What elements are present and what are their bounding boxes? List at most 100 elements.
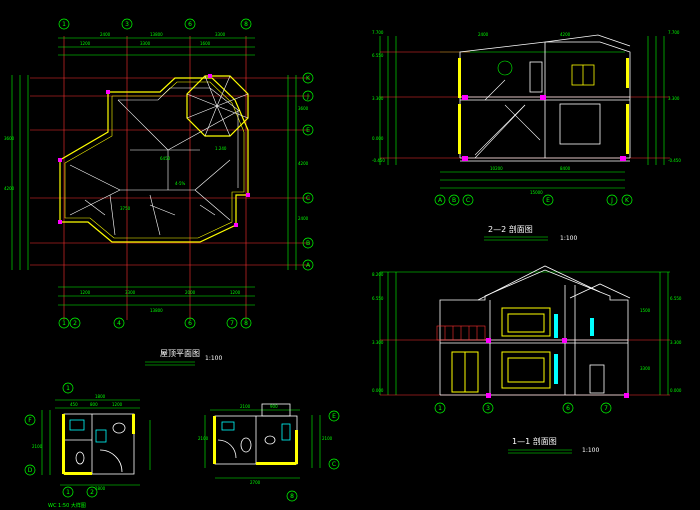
svg-text:2000: 2000	[185, 290, 196, 295]
sec22-axis-A: A	[438, 197, 443, 204]
sec22-axis-J: J	[610, 197, 613, 204]
svg-text:3600: 3600	[4, 136, 15, 141]
roof-plan-title: 屋顶平面图	[160, 349, 200, 358]
svg-text:6.550: 6.550	[372, 296, 384, 301]
svg-text:3600: 3600	[298, 106, 309, 111]
sec11-axis-7: 7	[604, 405, 608, 412]
roof-axis-top-1: 1	[62, 21, 66, 28]
sec22-axis-E: E	[546, 197, 550, 204]
roof-axis-bottom-4: 4	[117, 320, 121, 327]
section-22-scale: 1:100	[560, 235, 577, 242]
svg-text:15000: 15000	[530, 190, 543, 195]
svg-text:2100: 2100	[322, 436, 333, 441]
svg-text:2100: 2100	[198, 436, 209, 441]
svg-text:4-5%: 4-5%	[175, 181, 186, 186]
wc1-axis-top-1: 1	[66, 385, 70, 392]
svg-text:7.700: 7.700	[372, 30, 384, 35]
svg-text:8400: 8400	[560, 166, 571, 171]
svg-text:4200: 4200	[298, 161, 309, 166]
roof-axis-right-K: K	[306, 75, 311, 82]
roof-axis-bottom-1: 1	[62, 320, 66, 327]
sec22-axis-K: K	[625, 197, 630, 204]
section-11-scale: 1:100	[582, 447, 599, 454]
section-22-title: 2—2 剖面图	[488, 224, 533, 234]
svg-text:10200: 10200	[490, 166, 503, 171]
roof-axis-bottom-2: 2	[73, 320, 77, 327]
sec22-axis-C: C	[466, 197, 470, 204]
wc2-axis-bottom-8: 8	[290, 493, 294, 500]
roof-plan-scale: 1:100	[205, 355, 222, 362]
svg-text:1500: 1500	[640, 308, 651, 313]
svg-text:1800: 1800	[95, 486, 106, 491]
balcony-railing	[436, 325, 486, 341]
sec22-axis-B: B	[452, 197, 456, 204]
svg-text:-0.450: -0.450	[372, 158, 385, 163]
stair	[474, 79, 541, 159]
svg-text:3300: 3300	[125, 290, 136, 295]
turret-roof	[186, 75, 249, 137]
roof-axis-bottom-6: 6	[188, 320, 192, 327]
roof-axis-bottom-7: 7	[230, 320, 234, 327]
svg-text:3300: 3300	[140, 41, 151, 46]
svg-text:1200: 1200	[112, 402, 123, 407]
section-1-1: 8.200 6.550 3.300 0.000 6.550 3.300 0.000 15…	[372, 265, 682, 454]
roof-overall-dim: 13800	[150, 32, 163, 37]
wc1-axis-bottom-1: 1	[66, 489, 70, 496]
sec11-axis-1: 1	[438, 405, 442, 412]
svg-text:3.300: 3.300	[372, 340, 384, 345]
roof-axis-right-B: B	[306, 240, 310, 247]
section-2-2: 7.700 6.550 3.300 0.000 -0.450 7.700 3.300 -0…	[372, 30, 681, 242]
svg-text:0.000: 0.000	[372, 136, 384, 141]
roof-axis-right-C: C	[306, 195, 310, 202]
svg-text:2700: 2700	[250, 480, 261, 485]
roof-axis-top-6: 6	[188, 21, 192, 28]
svg-text:900: 900	[270, 404, 278, 409]
svg-text:3.300: 3.300	[372, 96, 384, 101]
svg-text:3.300: 3.300	[670, 340, 682, 345]
svg-text:2100: 2100	[32, 444, 43, 449]
svg-text:1.240: 1.240	[215, 146, 227, 151]
svg-text:7.700: 7.700	[668, 30, 680, 35]
roof-axis-right-E: E	[306, 127, 310, 134]
svg-text:0.000: 0.000	[372, 388, 384, 393]
roof-axis-right-A: A	[306, 262, 311, 269]
svg-text:1200: 1200	[80, 290, 91, 295]
svg-text:3300: 3300	[640, 366, 651, 371]
svg-text:6450: 6450	[160, 156, 171, 161]
svg-text:13800: 13800	[150, 308, 163, 313]
svg-text:1200: 1200	[80, 41, 91, 46]
wc1-axis-bottom-2: 2	[90, 489, 94, 496]
svg-text:0.000: 0.000	[670, 388, 682, 393]
wc-detail-2: 2100 900 2700 2100 2100 E C 8	[198, 403, 340, 502]
sec11-axis-3: 3	[486, 405, 490, 412]
svg-text:6.550: 6.550	[670, 296, 682, 301]
svg-text:2400: 2400	[478, 32, 489, 37]
svg-text:1800: 1800	[95, 394, 106, 399]
svg-text:2400: 2400	[298, 216, 309, 221]
svg-text:6.550: 6.550	[372, 53, 384, 58]
roof-axis-top-8: 8	[244, 21, 248, 28]
svg-text:3300: 3300	[215, 32, 226, 37]
svg-text:1200: 1200	[230, 290, 241, 295]
svg-text:3.300: 3.300	[668, 96, 680, 101]
svg-text:4200: 4200	[4, 186, 15, 191]
roof-axis-right-J: J	[306, 93, 309, 100]
wc2-axis-right-C: C	[332, 461, 336, 468]
roof-axis-top-3: 3	[125, 21, 129, 28]
svg-text:800: 800	[90, 402, 98, 407]
wc1-axis-left-F: F	[28, 417, 32, 424]
svg-text:-0.450: -0.450	[668, 158, 681, 163]
wc-detail-caption: WC 1:50 大样图	[48, 502, 86, 509]
svg-text:2100: 2100	[240, 404, 251, 409]
section-11-title: 1—1 剖面图	[512, 436, 557, 446]
wc2-axis-right-E: E	[332, 413, 336, 420]
svg-text:8.200: 8.200	[372, 272, 384, 277]
svg-text:1600: 1600	[200, 41, 211, 46]
svg-text:2400: 2400	[100, 32, 111, 37]
svg-text:3750: 3750	[120, 206, 131, 211]
sec11-axis-6: 6	[566, 405, 570, 412]
wc1-axis-left-D: D	[28, 467, 33, 474]
svg-text:4200: 4200	[560, 32, 571, 37]
